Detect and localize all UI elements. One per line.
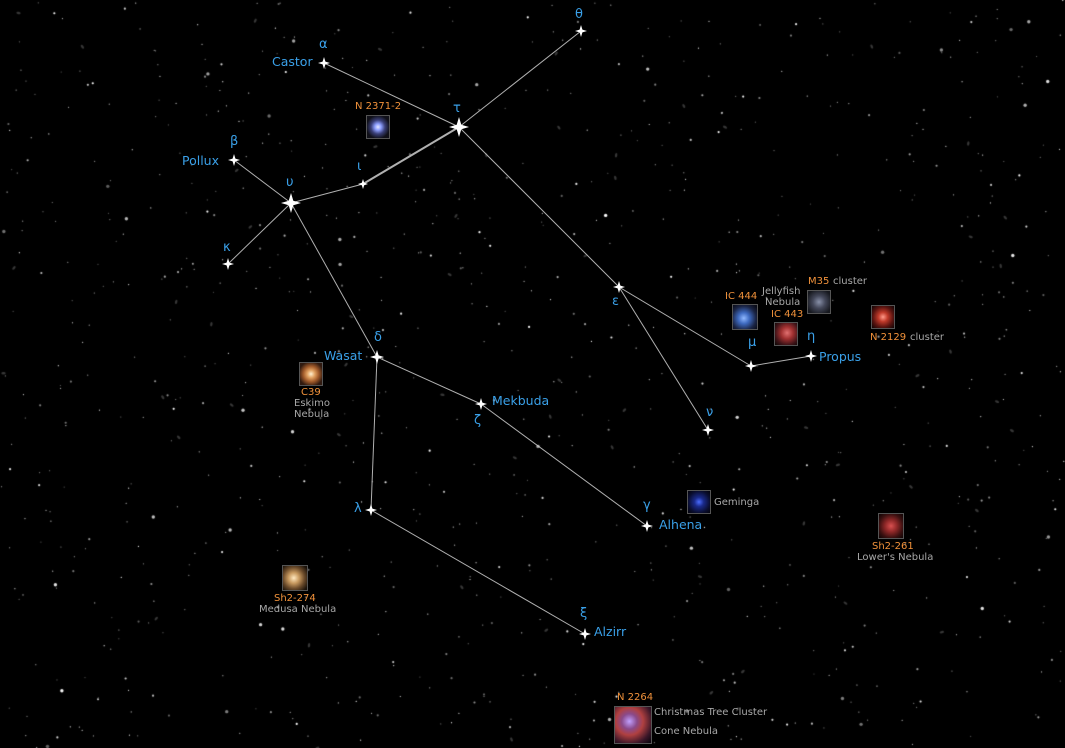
label-n2264-name-2: Cone Nebula <box>654 726 718 737</box>
thumb-n2129[interactable] <box>871 305 895 329</box>
stick-line-pollux-upsilon <box>233 159 292 204</box>
stick-line-iota-upsilon <box>290 183 364 204</box>
thumb-n2371[interactable] <box>366 115 390 139</box>
label-epsilon: ε <box>612 294 620 309</box>
label-iota: ι <box>357 159 362 174</box>
label-jellyfish-name-2: Nebula <box>765 297 801 308</box>
label-jellyfish-name-1: Jellyfish <box>762 286 801 297</box>
stick-line-lambda-alzirr <box>370 509 586 635</box>
label-propus[interactable]: Propus <box>819 349 862 364</box>
thumb-m35[interactable] <box>807 290 831 314</box>
label-n2371-id: N 2371-2 <box>355 101 402 112</box>
stick-line-epsilon-nu <box>618 286 709 431</box>
label-sh2-261-id: Sh2-261 <box>872 541 914 552</box>
stick-line-tau-epsilon <box>458 126 620 288</box>
star-marker-kappa[interactable] <box>222 258 234 270</box>
label-gamma: γ <box>643 498 651 513</box>
label-tau: τ <box>453 101 461 116</box>
star-marker-theta[interactable] <box>575 25 587 37</box>
star-marker-propus[interactable] <box>805 350 817 362</box>
thumb-geminga[interactable] <box>687 490 711 514</box>
stick-line-mekbuda-alhena <box>480 403 648 527</box>
label-c39-name-2: Nebula <box>294 409 330 420</box>
thumb-n2264[interactable] <box>614 706 652 744</box>
star-marker-epsilon[interactable] <box>613 281 625 293</box>
stick-line-epsilon-mu <box>618 286 752 367</box>
star-marker-nu[interactable] <box>702 424 714 436</box>
label-alpha: α <box>319 37 328 52</box>
label-c39-name-1: Eskimo <box>294 398 330 409</box>
star-marker-alhena[interactable] <box>641 520 653 532</box>
label-n2264-name-1: Christmas Tree Cluster <box>654 707 768 718</box>
stick-line-wasat-lambda <box>370 356 378 511</box>
label-c39-id: C39 <box>301 387 321 398</box>
label-theta: θ <box>575 7 583 22</box>
label-eta: η <box>807 329 816 344</box>
label-lambda: λ <box>354 501 362 516</box>
label-mekbuda[interactable]: Mekbuda <box>492 393 550 408</box>
star-marker-upsilon[interactable] <box>281 193 301 213</box>
label-ic444-id: IC 444 <box>725 291 758 302</box>
star-marker-mu[interactable] <box>745 360 757 372</box>
star-marker-alzirr[interactable] <box>579 628 591 640</box>
label-upsilon: υ <box>286 175 294 190</box>
thumb-ic444[interactable] <box>732 304 758 330</box>
star-marker-castor[interactable] <box>318 57 330 69</box>
label-n2129-type: cluster <box>910 332 945 343</box>
label-xi: ξ <box>580 606 588 621</box>
stick-line-tau-iota <box>362 126 460 185</box>
thumb-ic443[interactable] <box>774 322 798 346</box>
label-sh2-274-id: Sh2-274 <box>274 593 316 604</box>
stick-line-tau-theta <box>458 30 582 128</box>
label-m35-type: cluster <box>833 276 868 287</box>
star-marker-pollux[interactable] <box>228 154 240 166</box>
thumb-sh2-274[interactable] <box>282 565 308 591</box>
star-marker-lambda[interactable] <box>365 504 377 516</box>
star-marker-wasat[interactable] <box>370 350 384 364</box>
star-marker-iota[interactable] <box>358 179 368 189</box>
label-pollux[interactable]: Pollux <box>182 153 220 168</box>
stick-line-castor-tau <box>323 62 460 128</box>
label-m35-id: M35 <box>808 276 830 287</box>
thumb-c39[interactable] <box>299 362 323 386</box>
label-n2129-id: N 2129 <box>870 332 907 343</box>
label-beta: β <box>230 134 239 149</box>
label-castor[interactable]: Castor <box>272 54 313 69</box>
label-nu: ν <box>706 405 714 420</box>
label-geminga-name: Geminga <box>714 497 760 508</box>
label-wasat[interactable]: Wasat <box>324 348 363 363</box>
thumb-sh2-261[interactable] <box>878 513 904 539</box>
stick-line-wasat-mekbuda <box>376 356 482 405</box>
label-n2264-id: N 2264 <box>617 692 654 703</box>
label-kappa: κ <box>223 240 231 255</box>
stick-line-mu-propus <box>750 355 812 367</box>
label-ic443-id: IC 443 <box>771 309 804 320</box>
label-alhena[interactable]: Alhena <box>659 517 703 532</box>
star-marker-mekbuda[interactable] <box>475 398 487 410</box>
label-mu: μ <box>748 335 757 350</box>
stick-line-upsilon-kappa <box>227 202 292 265</box>
stick-line-upsilon-wasat <box>290 202 378 358</box>
label-delta: δ <box>374 330 382 345</box>
label-sh2-261-name: Lower's Nebula <box>857 552 934 563</box>
star-marker-tau[interactable] <box>449 117 469 137</box>
label-alzirr[interactable]: Alzirr <box>594 624 627 639</box>
label-sh2-274-name: Medusa Nebula <box>259 604 337 615</box>
label-zeta: ζ <box>474 413 482 428</box>
